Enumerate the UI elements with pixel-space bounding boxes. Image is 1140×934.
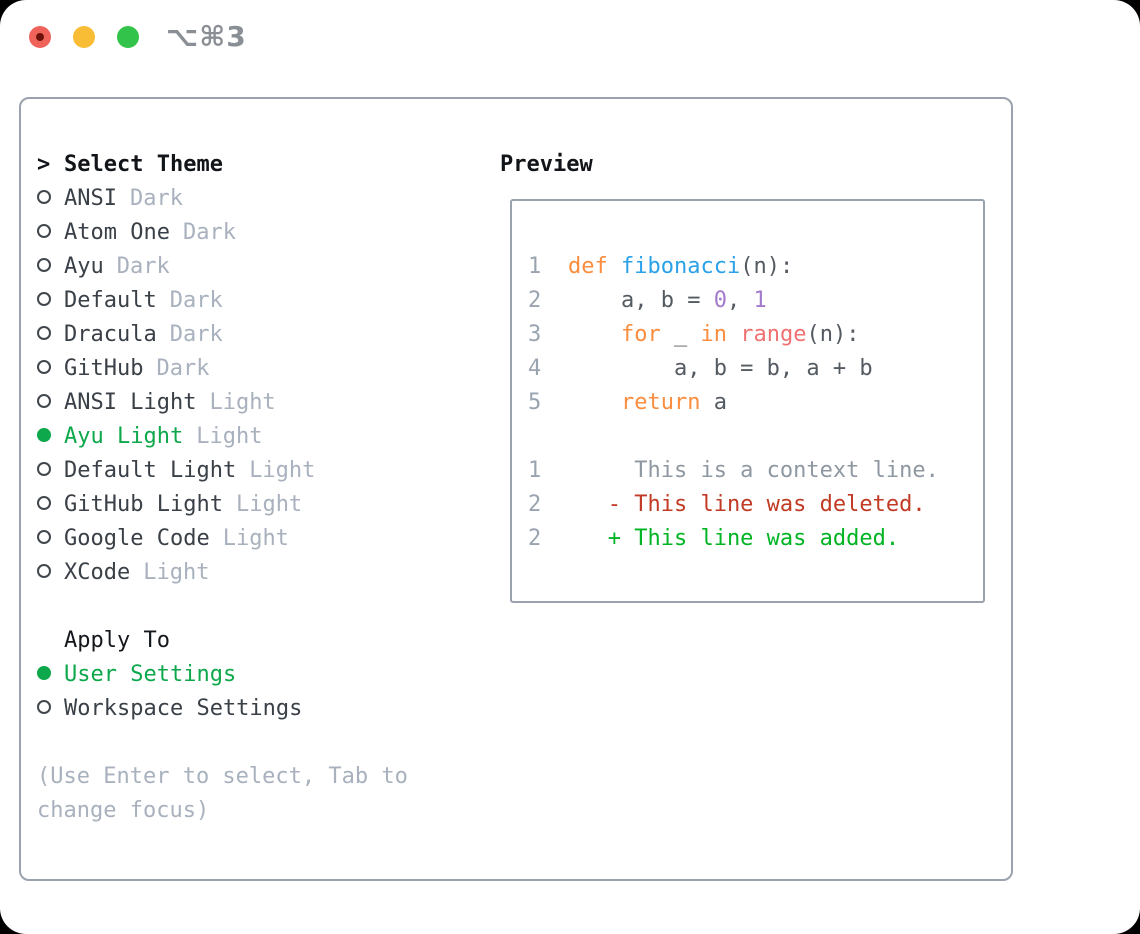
code-token: 0 (713, 288, 727, 313)
titlebar: ⌥⌘3 (0, 0, 1140, 74)
code-line: 3 for _ in range(n): (528, 318, 983, 352)
line-number: 5 (528, 390, 542, 415)
code-token: a, b = b, a + b (568, 356, 873, 381)
diff-deleted-line: 2 - This line was deleted. (528, 488, 983, 522)
radio-icon (37, 258, 51, 272)
line-number: 2 (528, 288, 542, 313)
code-token: - This line was deleted. (568, 492, 926, 517)
close-button[interactable] (29, 26, 51, 48)
code-line: 2 a, b = 0, 1 (528, 284, 983, 318)
picker-title: Select Theme (64, 152, 223, 177)
code-token: fibonacci (620, 254, 741, 279)
line-number: 4 (528, 356, 542, 381)
minimize-button[interactable] (73, 26, 95, 48)
code-line-blank (528, 420, 983, 454)
radio-icon (37, 292, 51, 306)
apply-option-workspace-settings[interactable]: Workspace Settings (37, 692, 477, 726)
diff-added-line: 2 + This line was added. (528, 522, 983, 556)
line-number: 3 (528, 322, 542, 347)
line-number: 2 (528, 492, 542, 517)
code-token: (n): (806, 322, 860, 347)
prompt-caret-icon: > (37, 152, 51, 177)
code-token: for (620, 322, 661, 347)
radio-icon (37, 394, 51, 408)
code-line: 1 def fibonacci(n): (528, 250, 983, 284)
radio-icon (37, 462, 51, 476)
window-shortcut-label: ⌥⌘3 (166, 20, 247, 53)
code-token: 1 (753, 288, 767, 313)
code-token: , (726, 288, 754, 313)
radio-selected-icon (37, 428, 51, 442)
radio-icon (37, 224, 51, 238)
code-token: This is a context line. (568, 458, 939, 483)
code-token: _ (660, 322, 701, 347)
hint-text: (Use Enter to select, Tab to change focu… (37, 764, 408, 823)
code-token (727, 322, 740, 347)
apply-to-title: Apply To (64, 628, 170, 653)
apply-option-user-settings[interactable]: User Settings (37, 658, 477, 692)
code-token: a, b = (568, 288, 714, 313)
radio-icon (37, 326, 51, 340)
code-line: 4 a, b = b, a + b (528, 352, 983, 386)
diff-context-line: 1 This is a context line. (528, 454, 983, 488)
code-line: 5 return a (528, 386, 983, 420)
radio-icon (37, 530, 51, 544)
picker-header: > Select Theme (37, 148, 477, 182)
code-token: return (620, 390, 701, 415)
radio-icon (37, 700, 51, 714)
spacer (37, 590, 477, 624)
line-number: 1 (528, 254, 542, 279)
radio-icon (37, 564, 51, 578)
code-token: range (740, 322, 807, 347)
line-number: 2 (528, 526, 542, 551)
code-token (568, 322, 621, 347)
code-token: (n): (740, 254, 794, 279)
code-token: in (700, 322, 727, 347)
code-token (568, 390, 621, 415)
radio-icon (37, 496, 51, 510)
radio-icon (37, 190, 51, 204)
preview-title: Preview (500, 152, 593, 177)
code-token: def (568, 254, 621, 279)
modified-dot-icon (36, 33, 44, 41)
line-number: 1 (528, 458, 542, 483)
radio-icon (37, 360, 51, 374)
code-token: a (700, 390, 727, 415)
spacer (37, 726, 477, 760)
code-token: + This line was added. (568, 526, 900, 551)
radio-selected-icon (37, 666, 51, 680)
maximize-button[interactable] (117, 26, 139, 48)
